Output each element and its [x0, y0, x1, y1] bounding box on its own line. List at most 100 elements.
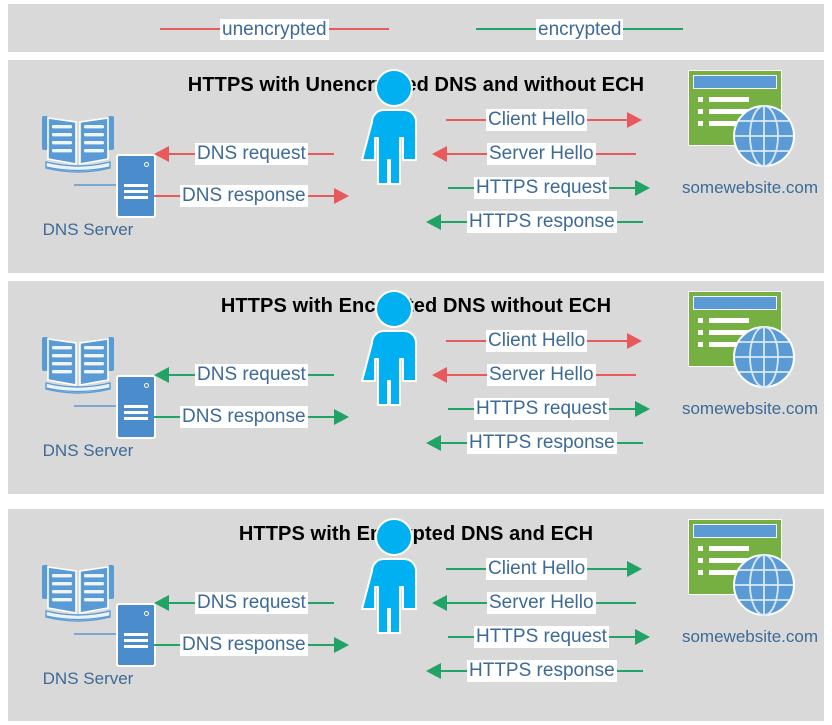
- dns-server-actor: [32, 557, 162, 667]
- legend-item-unencrypted: unencrypted: [160, 18, 389, 40]
- website-actor: [684, 287, 804, 399]
- flow-line: [447, 602, 487, 604]
- flow-arrow: HTTPS response: [426, 431, 643, 455]
- flow-line: [608, 408, 635, 410]
- legend-line-left-unencrypted: [160, 28, 220, 30]
- arrowhead-left-icon: [432, 367, 447, 383]
- flow-label: HTTPS response: [467, 660, 617, 682]
- flow-line: [307, 374, 334, 376]
- flow-line: [307, 602, 334, 604]
- legend-item-encrypted: encrypted: [476, 18, 684, 40]
- flow-line: [441, 670, 467, 672]
- flow-line: [616, 442, 643, 444]
- flow-label: Client Hello: [486, 330, 588, 352]
- flow-line: [307, 195, 334, 197]
- flow-label: Client Hello: [486, 558, 588, 580]
- arrowhead-right-icon: [333, 409, 349, 425]
- dns-server-actor: [32, 108, 162, 218]
- flow-line: [446, 568, 486, 570]
- legend-panel: unencrypted encrypted: [8, 4, 824, 52]
- flow-line: [595, 153, 636, 155]
- flow-arrow: DNS response: [154, 405, 349, 429]
- flow-arrow: DNS response: [154, 633, 349, 657]
- arrowhead-right-icon: [634, 629, 650, 645]
- flow-line: [448, 187, 474, 189]
- legend-label-encrypted: encrypted: [536, 18, 624, 40]
- flow-label: Server Hello: [487, 592, 596, 614]
- panel-title: HTTPS with Encrypted DNS and ECH: [238, 523, 594, 545]
- flow-line: [169, 374, 195, 376]
- flow-label: HTTPS response: [467, 211, 617, 233]
- scenario-panel-3: HTTPS with Encrypted DNS and ECH DNS Ser…: [8, 509, 824, 721]
- flow-label: Client Hello: [486, 109, 588, 131]
- legend-line-right-encrypted: [623, 28, 684, 30]
- flow-line: [587, 340, 628, 342]
- arrowhead-right-icon: [333, 637, 349, 653]
- dns-connector-line: [74, 633, 118, 635]
- user-actor: [358, 68, 430, 186]
- flow-line: [587, 568, 628, 570]
- flow-line: [608, 187, 635, 189]
- flow-arrow: DNS request: [154, 142, 334, 166]
- flow-label: HTTPS request: [474, 177, 609, 199]
- arrowhead-right-icon: [627, 333, 643, 349]
- flow-arrow: Client Hello: [446, 108, 643, 132]
- flow-line: [446, 119, 486, 121]
- dns-connector-line: [74, 405, 118, 407]
- arrowhead-right-icon: [333, 188, 349, 204]
- scenario-panel-2: HTTPS with Encrypted DNS without ECH DNS…: [8, 281, 824, 494]
- user-actor: [358, 517, 430, 635]
- server-rack-icon: [116, 154, 156, 218]
- legend-line-right-unencrypted: [328, 28, 389, 30]
- flow-line: [169, 153, 195, 155]
- dns-server-book-icon: [40, 112, 116, 178]
- flow-line: [447, 153, 487, 155]
- flow-label: DNS request: [195, 364, 308, 386]
- flow-label: DNS request: [195, 143, 308, 165]
- flow-label: DNS request: [195, 592, 308, 614]
- website-actor: [684, 515, 804, 627]
- panel-title: HTTPS with Encrypted DNS without ECH: [220, 295, 612, 317]
- flow-line: [447, 374, 487, 376]
- flow-arrow: Client Hello: [446, 329, 643, 353]
- server-rack-icon: [116, 603, 156, 667]
- dns-server-caption: DNS Server: [42, 220, 134, 239]
- flow-line: [441, 442, 467, 444]
- flow-line: [595, 602, 636, 604]
- flow-line: [608, 636, 635, 638]
- flow-line: [169, 602, 195, 604]
- flow-arrow: Server Hello: [432, 142, 636, 166]
- arrowhead-left-icon: [426, 663, 441, 679]
- flow-line: [616, 221, 643, 223]
- flow-label: Server Hello: [487, 143, 596, 165]
- user-actor: [358, 289, 430, 407]
- arrowhead-left-icon: [426, 214, 441, 230]
- arrowhead-right-icon: [634, 180, 650, 196]
- flow-label: DNS response: [180, 406, 308, 428]
- flow-line: [446, 340, 486, 342]
- flow-line: [595, 374, 636, 376]
- server-rack-icon: [116, 375, 156, 439]
- flow-label: HTTPS request: [474, 398, 609, 420]
- flow-line: [616, 670, 643, 672]
- globe-icon: [732, 325, 796, 389]
- flow-label: Server Hello: [487, 364, 596, 386]
- arrowhead-right-icon: [627, 561, 643, 577]
- dns-server-caption: DNS Server: [42, 441, 134, 460]
- scenario-panel-1: HTTPS with Unencrypted DNS and without E…: [8, 60, 824, 273]
- arrowhead-left-icon: [426, 435, 441, 451]
- website-actor: [684, 66, 804, 178]
- globe-icon: [732, 104, 796, 168]
- flow-arrow: HTTPS response: [426, 659, 643, 683]
- dns-server-actor: [32, 329, 162, 439]
- flow-arrow: HTTPS response: [426, 210, 643, 234]
- dns-server-book-icon: [40, 333, 116, 399]
- flow-arrow: DNS response: [154, 184, 349, 208]
- flow-label: HTTPS request: [474, 626, 609, 648]
- flow-arrow: DNS request: [154, 591, 334, 615]
- dns-server-caption: DNS Server: [42, 669, 134, 688]
- flow-label: DNS response: [180, 185, 308, 207]
- flow-line: [441, 221, 467, 223]
- website-caption: somewebsite.com: [681, 178, 819, 197]
